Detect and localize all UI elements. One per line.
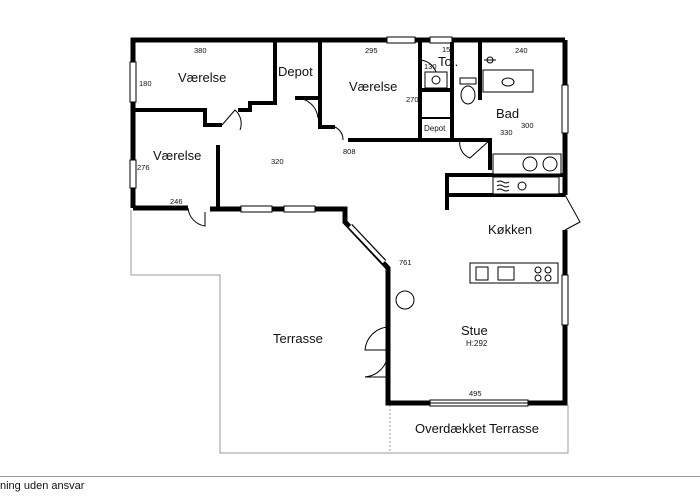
dishwasher-icon [475,266,489,281]
dimension-240: 240 [515,46,528,55]
room-label-vaerelse-1: Værelse [178,70,226,85]
dimension-276: 276 [137,163,150,172]
room-label-bad: Bad [496,106,519,121]
fan-icon [517,181,527,191]
kitchen-sink-icon [497,266,515,281]
window-west-1 [129,61,137,103]
room-label-overdaekket-terrasse: Overdækket Terrasse [415,421,539,436]
dimension-152: 152 [442,45,455,54]
kitchen-fixtures [395,176,560,310]
hob-icon [534,274,542,282]
bath-sink-icon [501,77,515,87]
room-label-vaerelse-3: Værelse [153,148,201,163]
window-north-1 [386,36,416,44]
terrace-outline [130,210,569,454]
dimension-246: 246 [170,197,183,206]
toilet-sink-icon [431,75,441,85]
dryer-icon [542,156,558,172]
room-labels: Værelse Depot Værelse Toi. Bad Depot Vær… [153,54,539,436]
window-west-2 [129,159,137,189]
washer-icon [522,156,538,172]
window-east-1 [561,84,569,134]
dimension-495: 495 [469,389,482,398]
window-south-2 [283,205,316,213]
dimension-330: 330 [500,128,513,137]
dimension-labels: 380 180 295 152 240 130 270 300 330 320 … [137,45,534,398]
room-label-vaerelse-2: Værelse [349,79,397,94]
stove-icon [395,290,415,310]
hob-icon [534,266,542,274]
dimension-380: 380 [194,46,207,55]
hood-icon [496,180,510,192]
room-label-stue: Stue [461,323,488,338]
dimension-320: 320 [271,157,284,166]
footer-divider [0,476,700,477]
toilet-seat-icon [460,85,476,105]
dimension-180: 180 [139,79,152,88]
hob-icon [544,274,552,282]
room-label-depot-2: Depot [424,124,446,133]
room-label-stue-height: H:292 [466,339,488,348]
hob-icon [544,266,552,274]
dimension-130: 130 [424,62,437,71]
bathroom-fixtures [424,56,562,175]
dimension-808: 808 [343,147,356,156]
room-label-depot-1: Depot [278,64,313,79]
windows [129,36,569,407]
dimension-270: 270 [406,95,419,104]
dimension-761: 761 [399,258,412,267]
room-label-kokken: Køkken [488,222,532,237]
toilet-bowl-icon [459,77,477,85]
dimension-300: 300 [521,121,534,130]
room-label-terrasse: Terrasse [273,331,323,346]
window-east-2 [561,274,569,326]
dimension-295: 295 [365,46,378,55]
window-south-1 [240,205,273,213]
footer-disclaimer: ning uden ansvar [0,480,85,492]
window-north-2 [429,36,453,44]
room-label-toilet: Toi. [438,54,458,69]
doors [187,59,581,378]
